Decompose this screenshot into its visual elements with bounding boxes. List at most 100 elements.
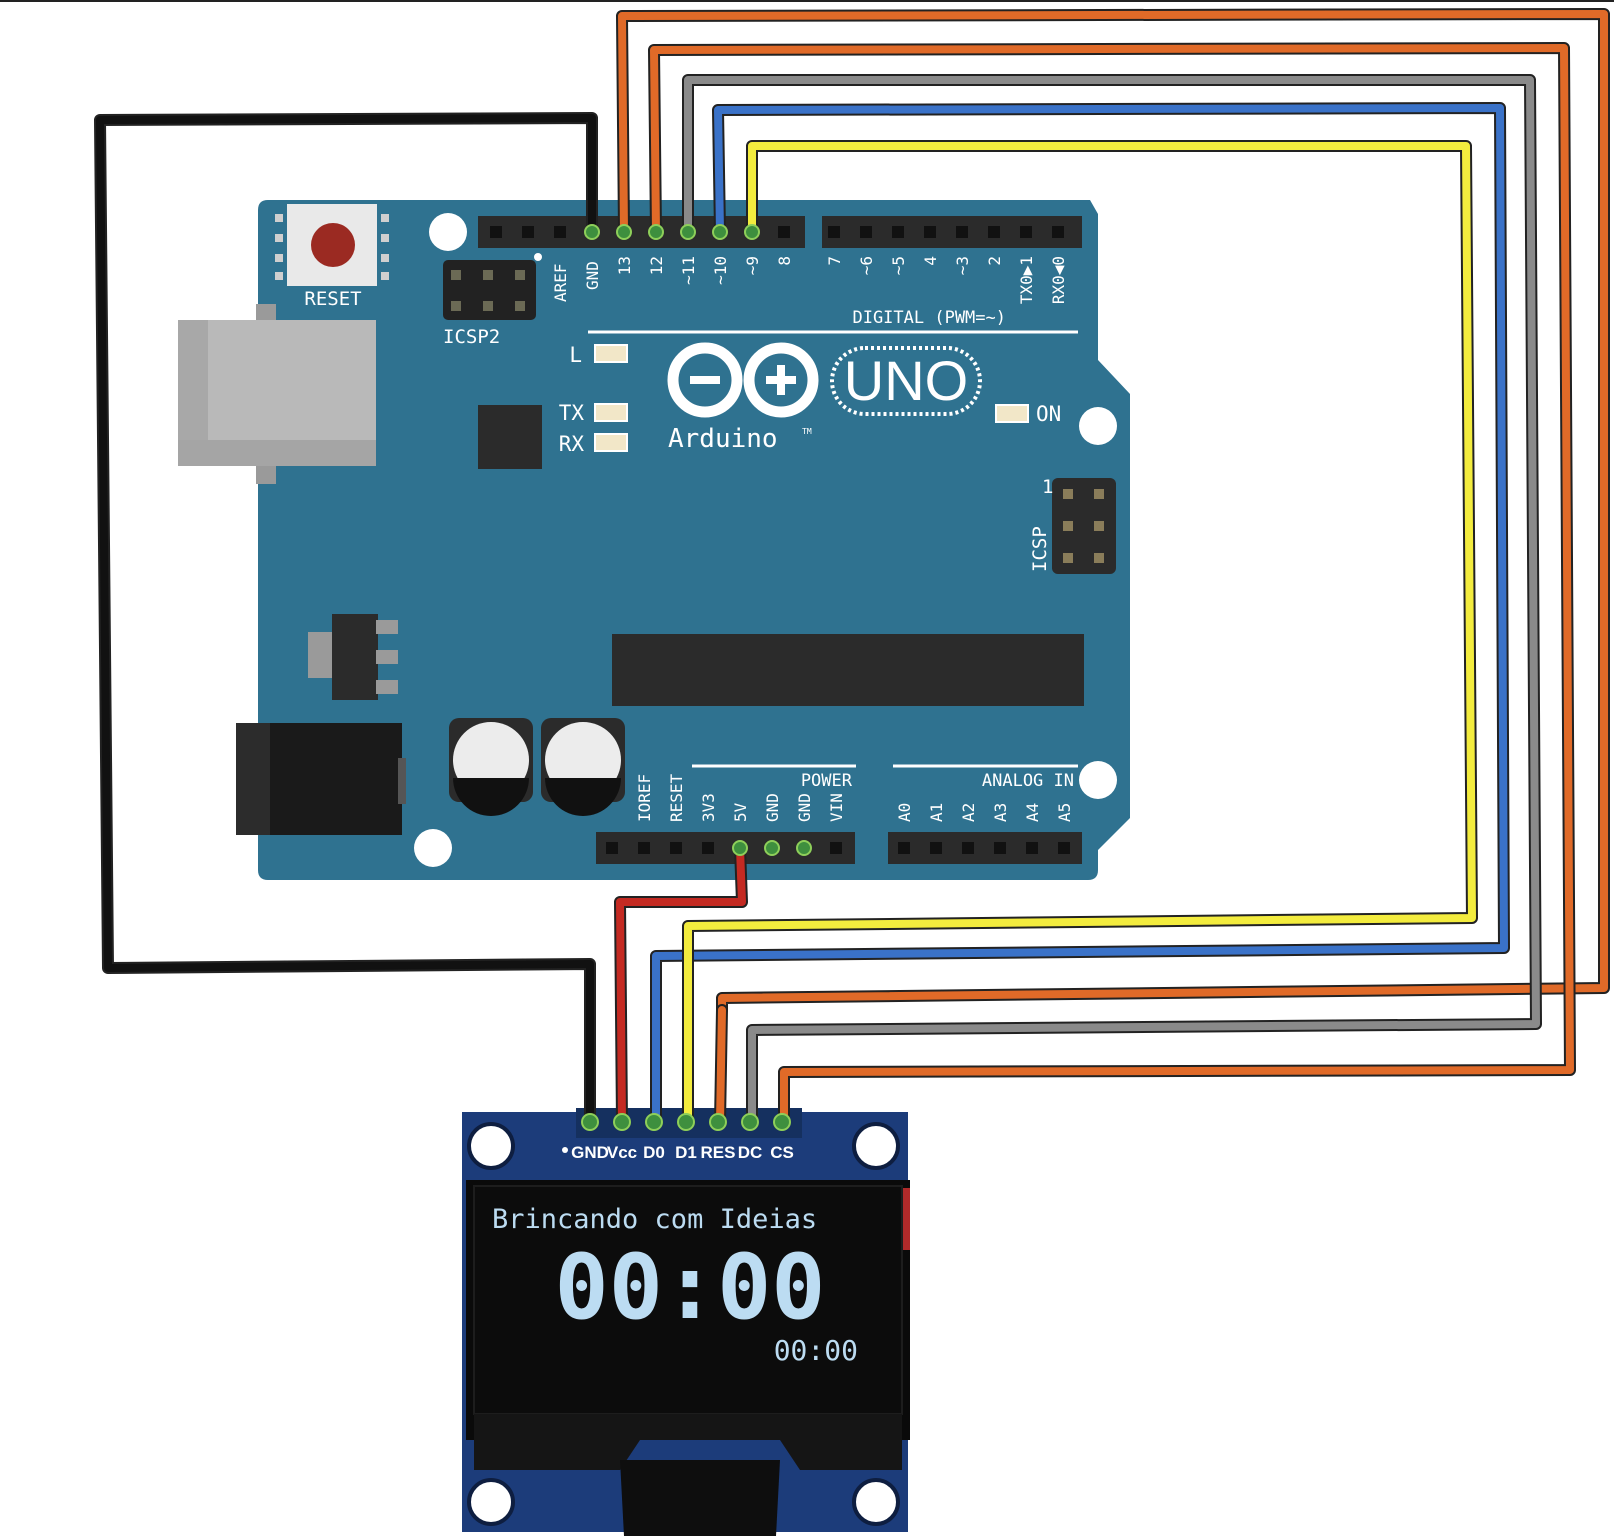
analog-pin-label: A3	[991, 803, 1010, 822]
power-pin-label: GND	[763, 793, 782, 822]
pin-contact	[764, 840, 780, 856]
screen-title: Brincando com Ideias	[492, 1204, 817, 1235]
pin-hole	[898, 842, 910, 854]
flex-cable	[620, 1460, 780, 1536]
capacitor	[541, 718, 625, 816]
mounting-hole	[1079, 407, 1117, 445]
icsp2-header	[443, 253, 542, 320]
glass-tab	[900, 1188, 910, 1250]
screen-frame	[474, 1414, 902, 1470]
wire	[652, 104, 1508, 1126]
pin-hole	[554, 226, 566, 238]
digital-pin-label: 13	[615, 256, 634, 275]
pin-hole	[490, 226, 502, 238]
usb-connector	[178, 304, 376, 484]
usb-chip	[478, 405, 542, 469]
pin-hole	[670, 842, 682, 854]
oled-pin-label: CS	[770, 1143, 794, 1162]
pin-hole	[1026, 842, 1038, 854]
power-jack	[236, 723, 406, 835]
mounting-hole	[852, 1478, 900, 1526]
wires	[94, 8, 1610, 1131]
led-on	[995, 404, 1029, 423]
pin-contact	[584, 224, 600, 240]
pin-hole	[828, 226, 840, 238]
digital-pin-label: GND	[583, 261, 602, 290]
brand-label: Arduino	[668, 424, 778, 454]
pin-hole	[606, 842, 618, 854]
analog-header	[888, 832, 1082, 864]
atmega-chip	[612, 634, 1084, 706]
pin-hole	[778, 226, 790, 238]
mounting-hole	[429, 213, 467, 251]
pin-hole	[638, 842, 650, 854]
pin-hole	[702, 842, 714, 854]
digital-pin-label: ~3	[953, 256, 972, 275]
digital-pin-label: ~11	[679, 256, 698, 285]
pin-contact	[773, 1113, 791, 1131]
pin-contact	[744, 224, 760, 240]
reset-label: RESET	[304, 288, 361, 310]
pin-hole	[956, 226, 968, 238]
power-label: POWER	[801, 771, 853, 791]
screen-small-time: 00:00	[774, 1334, 858, 1367]
capacitor	[449, 718, 533, 816]
pin-hole	[988, 226, 1000, 238]
pin-hole	[1020, 226, 1032, 238]
digital-pin-label: RX0◀0	[1049, 256, 1068, 304]
power-pin-label: RESET	[667, 773, 686, 822]
power-pin-label: VIN	[827, 793, 846, 822]
mounting-hole	[414, 829, 452, 867]
brand-tm: TM	[802, 427, 812, 436]
model-label: UNO	[844, 349, 968, 412]
pin-hole	[930, 842, 942, 854]
digital-pin-label: 12	[647, 256, 666, 275]
digital-pin-label: AREF	[551, 263, 570, 302]
oled-pin-label: D0	[643, 1143, 665, 1162]
pin-contact	[645, 1113, 663, 1131]
pin-contact	[648, 224, 664, 240]
pin-contact	[581, 1113, 599, 1131]
pin-hole	[994, 842, 1006, 854]
pin-hole	[522, 226, 534, 238]
analog-pin-label: A1	[927, 803, 946, 822]
pin-contact	[613, 1113, 631, 1131]
pin-hole	[830, 842, 842, 854]
mounting-hole	[852, 1122, 900, 1170]
reset-button[interactable]	[275, 204, 389, 286]
analog-label: ANALOG IN	[982, 771, 1074, 791]
wire	[96, 114, 596, 1126]
led-tx	[594, 403, 628, 422]
screen-big-time: 00:00	[555, 1235, 826, 1340]
oled-pin-label: GND	[571, 1143, 609, 1162]
power-pin-label: GND	[795, 793, 814, 822]
icsp-header	[1052, 478, 1116, 574]
digital-pin-label: 4	[921, 256, 940, 266]
icsp2-label: ICSP2	[443, 326, 500, 348]
led-l-label: L	[569, 343, 582, 367]
pin-hole	[892, 226, 904, 238]
power-analog-pin-holes	[606, 842, 1070, 854]
oled-pin-label: DC	[738, 1143, 763, 1162]
pin-contact	[732, 840, 748, 856]
oled-screen	[473, 1185, 903, 1415]
icsp-pin1-label: 1	[1042, 476, 1053, 498]
power-pin-label: 3V3	[699, 793, 718, 822]
wire	[684, 142, 1476, 1126]
pin-contact	[677, 1113, 695, 1131]
pin1-dot	[562, 1147, 568, 1153]
analog-pin-label: A4	[1023, 803, 1042, 822]
digital-pin-label: ~5	[889, 256, 908, 275]
arduino-logo-icon	[667, 342, 819, 418]
analog-pin-label: A5	[1055, 803, 1074, 822]
digital-pin-label: 8	[775, 256, 794, 266]
oled-pin-label: Vcc	[607, 1143, 637, 1162]
mounting-hole	[467, 1122, 515, 1170]
wire	[616, 844, 746, 1126]
oled-pin-label: D1	[675, 1143, 697, 1162]
